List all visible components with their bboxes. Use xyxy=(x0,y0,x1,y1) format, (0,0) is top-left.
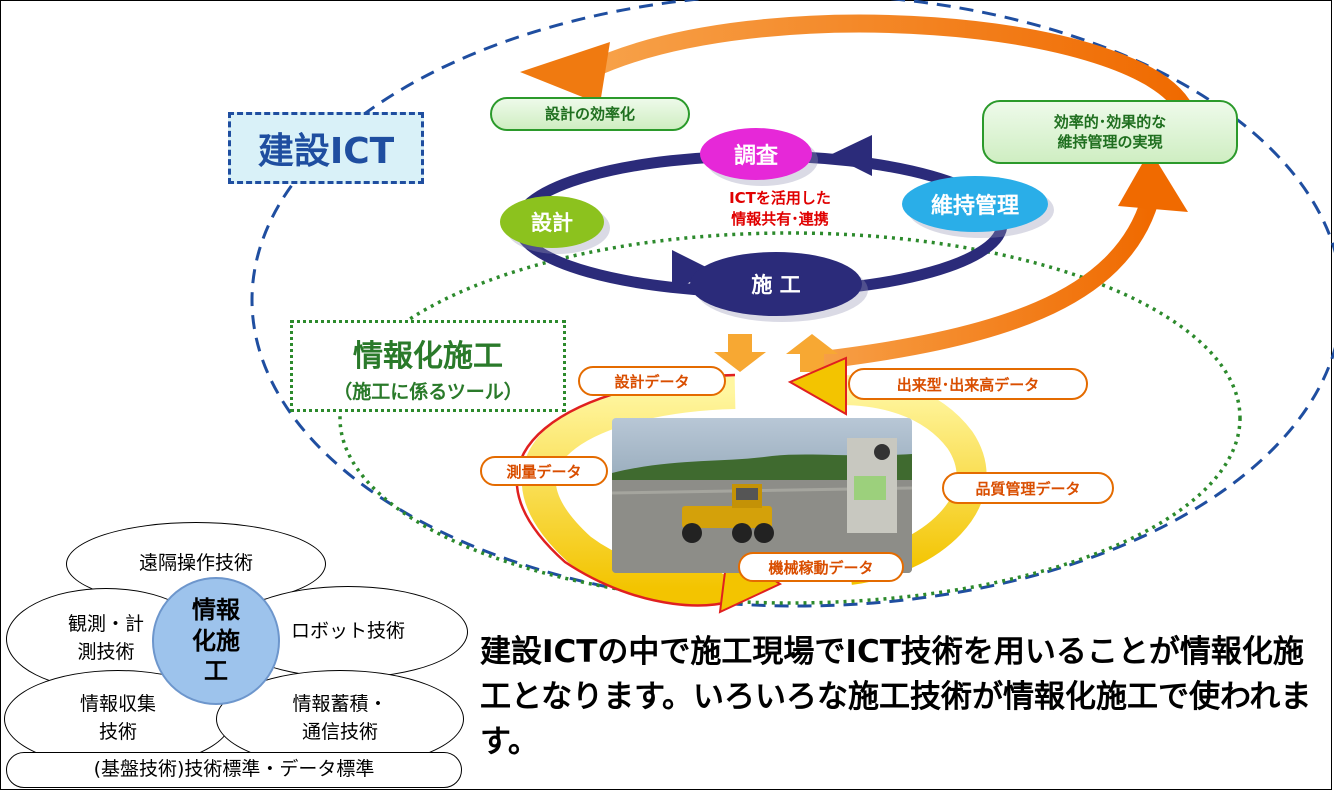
tool-base: (基盤技術)技術標準・データ標準 xyxy=(6,752,462,788)
ict-sharing-label: ICTを活用した 情報共有･連携 xyxy=(729,189,831,228)
efficiency-maintenance-pill: 効率的･効果的な 維持管理の実現 xyxy=(982,100,1238,164)
tool-store-label: 情報蓄積・ 通信技術 xyxy=(292,693,388,743)
quality-data-label: 品質管理データ xyxy=(975,479,1081,498)
node-maintenance-label: 維持管理 xyxy=(930,194,1019,219)
down-arrow xyxy=(714,334,766,372)
total-station-icon xyxy=(847,438,897,533)
node-construction-label: 施 工 xyxy=(751,273,801,297)
data-cycle-right-arrowhead xyxy=(787,356,847,416)
grader-icon xyxy=(682,484,774,543)
design-data-label: 設計データ xyxy=(614,372,690,391)
node-survey-label: 調査 xyxy=(733,144,778,169)
tools-center-circle: 情報 化施 工 xyxy=(152,577,280,705)
node-survey: 調査 xyxy=(700,128,812,180)
survey-data-label: 測量データ xyxy=(506,462,582,481)
joho-title-box: 情報化施工 （施工に係るツール） xyxy=(290,320,566,412)
tool-remote-label: 遠隔操作技術 xyxy=(138,552,253,575)
node-maintenance: 維持管理 xyxy=(902,176,1048,232)
node-design: 設計 xyxy=(500,196,604,248)
tool-store: 情報蓄積・ 通信技術 xyxy=(216,670,464,768)
quality-data-pill: 品質管理データ xyxy=(942,472,1114,504)
tool-robot-label: ロボット技術 xyxy=(290,620,405,643)
tool-collect-label: 情報収集 技術 xyxy=(79,693,156,743)
cycle-arrowhead-bottom xyxy=(672,250,712,292)
machine-data-label: 機械稼動データ xyxy=(768,558,874,577)
right-orange-arrow xyxy=(803,197,1159,371)
efficiency-design-label: 設計の効率化 xyxy=(544,104,635,123)
ict-title-box: 建設ICT xyxy=(228,112,424,184)
tool-base-label: (基盤技術)技術標準・データ標準 xyxy=(93,758,375,781)
survey-data-pill: 測量データ xyxy=(480,456,608,486)
joho-subtitle: （施工に係るツール） xyxy=(333,381,523,403)
dekigata-data-pill: 出来型･出来高データ xyxy=(848,368,1088,400)
ict-title: 建設ICT xyxy=(257,131,395,172)
design-data-pill: 設計データ xyxy=(578,366,726,396)
dekigata-data-label: 出来型･出来高データ xyxy=(896,375,1040,394)
efficiency-maintenance-label: 効率的･効果的な 維持管理の実現 xyxy=(1053,112,1167,151)
up-arrow xyxy=(786,334,838,372)
efficiency-design-pill: 設計の効率化 xyxy=(490,97,690,131)
ict-dashed-ellipse xyxy=(250,0,1334,608)
tool-measure-label: 観測・計 測技術 xyxy=(67,613,144,663)
tools-center-label: 情報 化施 工 xyxy=(192,595,240,686)
joho-title: 情報化施工 xyxy=(353,339,503,374)
node-construction: 施 工 xyxy=(690,252,862,316)
joho-dotted-ellipse xyxy=(338,231,1242,605)
description-text: 建設ICTの中で施工現場でICT技術を用いることが情報化施工となります。いろいろ… xyxy=(480,634,1312,760)
construction-site-photo xyxy=(612,418,912,573)
top-orange-arrow xyxy=(586,14,1194,115)
top-orange-arrowhead xyxy=(520,42,610,104)
right-orange-arrowhead xyxy=(1118,150,1188,212)
node-design-label: 設計 xyxy=(531,211,573,235)
cycle-arrowhead-top xyxy=(830,135,872,176)
machine-data-pill: 機械稼動データ xyxy=(738,552,904,582)
data-cycle-left xyxy=(522,375,745,606)
photo-illustration xyxy=(612,418,912,573)
